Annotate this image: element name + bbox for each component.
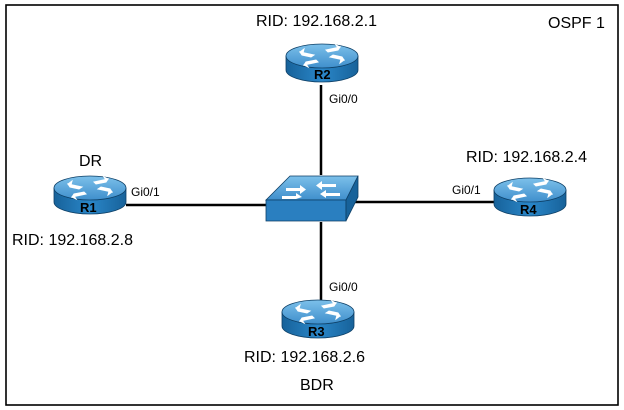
- router-r1-name: R1: [80, 200, 97, 215]
- router-r2-interface: Gi0/0: [329, 92, 358, 106]
- router-r4-rid: RID: 192.168.2.4: [466, 149, 587, 166]
- router-r2-name: R2: [314, 67, 331, 82]
- router-r1-interface: Gi0/1: [131, 185, 160, 199]
- router-r1-role: DR: [79, 153, 102, 170]
- router-r2-rid: RID: 192.168.2.1: [256, 13, 377, 30]
- router-r1-rid: RID: 192.168.2.8: [12, 232, 133, 249]
- router-r4[interactable]: R4: [493, 177, 567, 217]
- router-r2[interactable]: R2: [285, 43, 359, 83]
- router-r4-name: R4: [520, 202, 537, 217]
- router-r3[interactable]: R3: [281, 299, 355, 339]
- router-r3-name: R3: [308, 324, 325, 339]
- switch-icon[interactable]: [265, 175, 359, 222]
- ospf-area-label: OSPF 1: [548, 15, 605, 32]
- router-r1[interactable]: R1: [53, 175, 127, 215]
- ospf-area-border: [5, 4, 619, 406]
- router-r4-interface: Gi0/1: [452, 183, 481, 197]
- router-r3-interface: Gi0/0: [329, 280, 358, 294]
- router-r3-role: BDR: [300, 377, 334, 394]
- router-r3-rid: RID: 192.168.2.6: [244, 349, 365, 366]
